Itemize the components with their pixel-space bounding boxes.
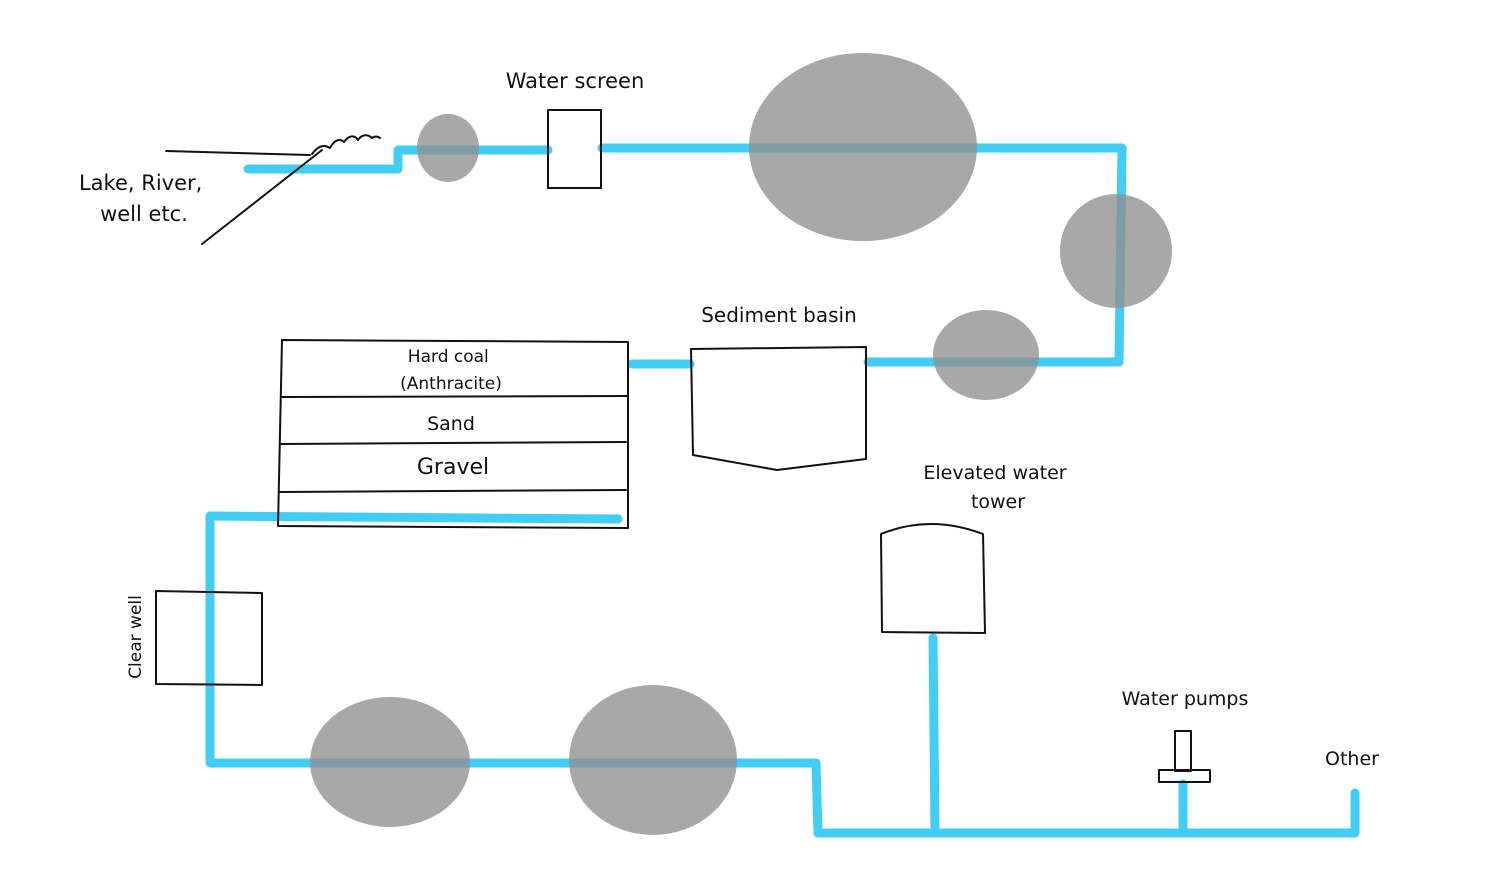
blob-intake — [417, 114, 479, 182]
water-surface-line — [165, 150, 311, 156]
process-blobs — [310, 53, 1172, 835]
water-screen-label: Water screen — [506, 69, 645, 93]
filter-layer-gravel-label: Gravel — [417, 455, 489, 480]
clear-well-box — [155, 590, 263, 686]
source-label: Lake, River, well etc. — [79, 171, 209, 226]
water-screen-box — [547, 109, 602, 189]
pipe-intake — [243, 145, 553, 174]
filter-divider-2 — [279, 441, 627, 445]
blob-right — [1060, 194, 1172, 308]
filter-bed — [277, 339, 629, 529]
pump-shaft — [1174, 730, 1192, 772]
water-pumps-label: Water pumps — [1122, 688, 1249, 710]
filter-layer-sand-label: Sand — [427, 413, 475, 435]
wave-squiggle-icon — [311, 134, 381, 155]
elevated-tower-shape — [880, 523, 986, 634]
filter-divider-3 — [278, 489, 627, 493]
pipe-filter-to-clearwell — [205, 511, 1360, 838]
pump-base — [1158, 769, 1211, 783]
other-label: Other — [1325, 748, 1379, 770]
blob-large-top — [749, 53, 977, 241]
elevated-tower-label: Elevated water tower — [923, 462, 1072, 513]
pipe-tower-riser — [928, 633, 940, 835]
ground-line — [201, 149, 323, 245]
filter-outline — [277, 339, 629, 529]
filter-layer-anthracite-label: Hard coal (Anthracite) — [400, 347, 502, 394]
blob-before-basin — [933, 310, 1039, 400]
sediment-basin-label: Sediment basin — [701, 303, 857, 327]
water-pump-icon — [1158, 730, 1211, 783]
source-sketch — [165, 134, 381, 245]
clear-well-label: Clear well — [126, 595, 146, 679]
sediment-basin-shape — [690, 346, 867, 471]
filter-divider-1 — [280, 395, 629, 398]
blob-bottom-2 — [569, 685, 737, 835]
blob-bottom-1 — [310, 697, 470, 827]
